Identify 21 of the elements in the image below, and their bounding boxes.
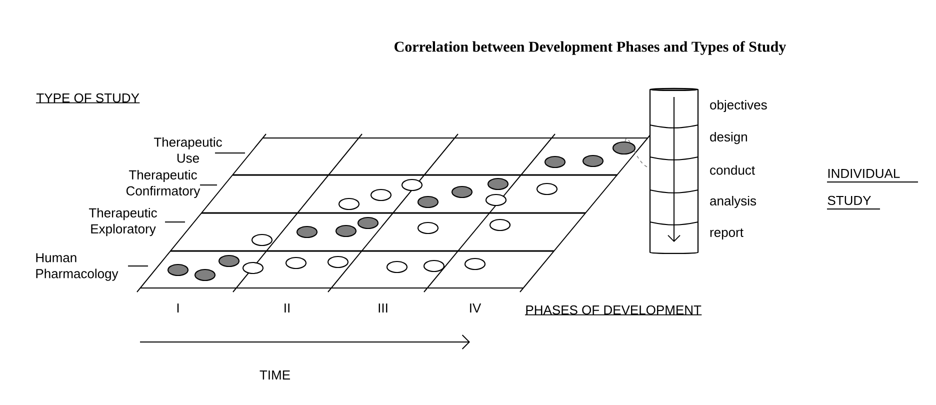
phase-numeral: II xyxy=(284,304,290,312)
study-cylinder xyxy=(649,88,699,254)
step-label: design xyxy=(710,132,747,144)
row-label: Therapeutic Confirmatory xyxy=(126,170,218,198)
step-label: analysis xyxy=(710,196,756,208)
step-label: report xyxy=(710,228,744,240)
title: Correlation between Development Phases and Types of Study xyxy=(394,41,786,55)
row-label: Therapeutic Use xyxy=(154,137,246,163)
axis-title: PHASES OF DEVELOPMENT xyxy=(524,305,702,316)
step-label: objectives xyxy=(710,100,767,112)
step-label: conduct xyxy=(710,165,755,175)
phase-numeral: I xyxy=(177,304,179,312)
axis-title: TYPE OF STUDY xyxy=(36,93,140,104)
axis-title: TIME xyxy=(260,370,290,380)
study-ellipse xyxy=(612,141,636,155)
section-title: INDIVIDUAL STUDY xyxy=(826,168,918,210)
leader-line xyxy=(624,138,650,168)
row-label: Human Pharmacology xyxy=(36,253,148,281)
phase-numeral: IV xyxy=(470,304,482,312)
phase-numeral: III xyxy=(378,304,388,312)
row-label: Therapeutic Exploratory xyxy=(88,208,186,236)
